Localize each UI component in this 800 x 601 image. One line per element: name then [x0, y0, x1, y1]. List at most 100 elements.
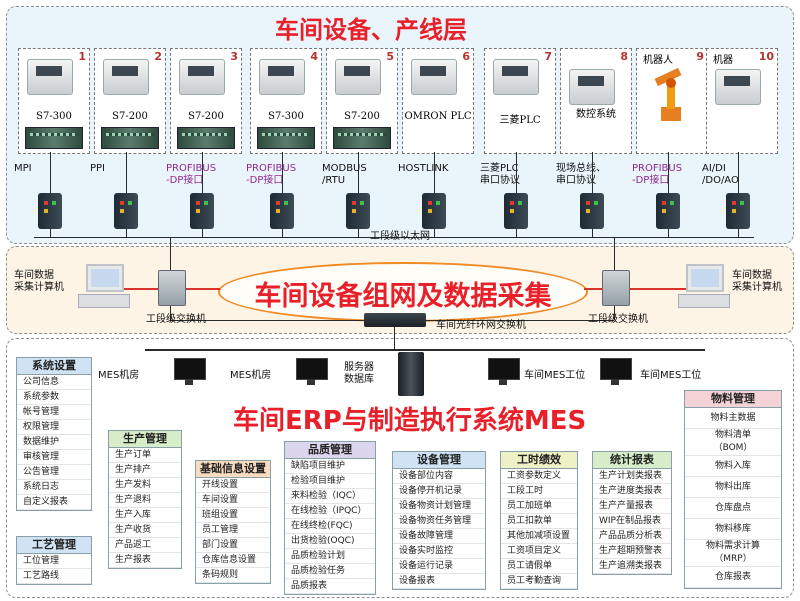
right-uplink — [614, 302, 615, 320]
plc-module-icon — [177, 127, 235, 149]
module-item: 其他加减项设置 — [501, 529, 577, 544]
module-title: 物料管理 — [685, 391, 781, 408]
device-card-9: 9 机器人 — [636, 48, 708, 154]
device-link — [516, 152, 517, 193]
module-item: 员工考勤查询 — [501, 574, 577, 589]
device-protocol-label: 三菱PLC 串口协议 — [480, 163, 520, 186]
module-item: 仓库报表 — [685, 567, 781, 588]
protocol-converter-icon — [346, 193, 370, 229]
module-item: 自定义报表 — [17, 495, 91, 510]
module-title: 工艺管理 — [17, 537, 91, 554]
module-item: 生产排产 — [109, 463, 181, 478]
module-title: 系统设置 — [17, 358, 91, 375]
device-link — [282, 152, 283, 193]
device-protocol-label: MPI — [14, 163, 32, 174]
mes-ws-2-label: 车间MES工位 — [640, 370, 702, 381]
plc-module-icon — [257, 127, 315, 149]
right-pc-icon — [678, 264, 730, 308]
converter-link — [516, 229, 517, 237]
device-protocol-label: HOSTLINK — [398, 163, 449, 174]
converter-link — [50, 229, 51, 237]
device-label: 三菱PLC — [499, 115, 541, 126]
module-item: 生产计划类报表 — [593, 469, 671, 484]
mes-room-1-monitor-icon — [172, 358, 206, 386]
module-item: 设备故障管理 — [393, 529, 485, 544]
protocol-converter-icon — [190, 193, 214, 229]
module-item: 品质检验计划 — [285, 549, 375, 564]
module-item: 来料检验（IQC） — [285, 489, 375, 504]
mes-ws-2-monitor-icon — [598, 358, 632, 386]
module-item: 设备部位内容 — [393, 469, 485, 484]
module-item: 仓库盘点 — [685, 498, 781, 519]
module-item: 帐号管理 — [17, 405, 91, 420]
module-item: 出货检验(OQC) — [285, 534, 375, 549]
mes-room-1-label: MES机房 — [98, 370, 140, 381]
device-label: S7-300 — [268, 111, 304, 122]
right-drop — [614, 238, 615, 282]
server-label: 服务器 数据库 — [344, 362, 374, 385]
device-number: 5 — [386, 50, 394, 63]
module-system: 系统设置公司信息系统参数帐号管理权限管理数据维护审核管理公告管理系统日志自定义报… — [16, 357, 92, 511]
protocol-converter-icon — [38, 193, 62, 229]
module-process: 工艺管理工位管理工艺路线 — [16, 536, 92, 585]
right-pc-label: 车间数据 采集计算机 — [732, 270, 782, 293]
device-link — [50, 152, 51, 193]
module-item: 物料移库 — [685, 519, 781, 540]
module-labor: 工时绩效工资参数定义工段工时员工加班单员工扣款单其他加减项设置工资项目定义员工请… — [500, 451, 578, 590]
right-switch-icon — [602, 270, 630, 306]
plc-module-icon — [25, 127, 83, 149]
module-item: 设备停开机记录 — [393, 484, 485, 499]
module-item: 工资项目定义 — [501, 544, 577, 559]
module-item: 开线设置 — [196, 478, 270, 493]
module-item: 缺陷项目维护 — [285, 459, 375, 474]
device-link — [434, 152, 435, 193]
module-item: 设备运行记录 — [393, 559, 485, 574]
module-item: 物料出库 — [685, 477, 781, 498]
left-pc-icon — [78, 264, 130, 308]
module-item: 品质检验任务 — [285, 564, 375, 579]
module-item: 仓库信息设置 — [196, 553, 270, 568]
module-item: 设备物资任务管理 — [393, 514, 485, 529]
device-link — [738, 152, 739, 193]
converter-link — [738, 229, 739, 237]
module-item: 系统参数 — [17, 390, 91, 405]
module-item: 生产退料 — [109, 493, 181, 508]
plc-module-icon — [101, 127, 159, 149]
module-item: 工段工时 — [501, 484, 577, 499]
robot-arm-icon — [651, 63, 691, 123]
module-item: 公司信息 — [17, 375, 91, 390]
device-label: 数控系统 — [576, 109, 616, 120]
module-item: 在线检验（IPQC） — [285, 504, 375, 519]
network-title: 车间设备组网及数据采集 — [254, 281, 552, 312]
protocol-converter-icon — [114, 193, 138, 229]
module-equipment: 设备管理设备部位内容设备停开机记录设备物资计划管理设备物资任务管理设备故障管理设… — [392, 451, 486, 590]
protocol-converter-icon — [656, 193, 680, 229]
module-item: 生产产量报表 — [593, 499, 671, 514]
module-item: 物料主数据 — [685, 408, 781, 429]
module-item: 班组设置 — [196, 508, 270, 523]
mes-ws-1-monitor-icon — [486, 358, 520, 386]
module-item: 物料需求计算 （MRP） — [685, 540, 781, 567]
module-title: 品质管理 — [285, 442, 375, 459]
device-label: OMRON PLC — [404, 111, 472, 122]
module-item: 生产订单 — [109, 448, 181, 463]
device-link — [668, 152, 669, 193]
device-link — [592, 152, 593, 193]
device-number: 9 — [696, 50, 704, 63]
protocol-converter-icon — [422, 193, 446, 229]
device-link — [126, 152, 127, 193]
right-switch-label: 工段级交换机 — [588, 314, 648, 325]
module-item: 员工加班单 — [501, 499, 577, 514]
device-protocol-label: PROFIBUS -DP接口 — [166, 163, 217, 186]
module-item: 物料清单 （BOM） — [685, 429, 781, 456]
module-item: 系统日志 — [17, 480, 91, 495]
module-item: 员工扣款单 — [501, 514, 577, 529]
module-quality: 品质管理缺陷项目维护检验项目维护来料检验（IQC）在线检验（IPQC）在线终检(… — [284, 441, 376, 595]
module-item: 条码规则 — [196, 568, 270, 583]
device-label: 机器人 — [643, 55, 673, 66]
machine-icon — [179, 59, 225, 95]
